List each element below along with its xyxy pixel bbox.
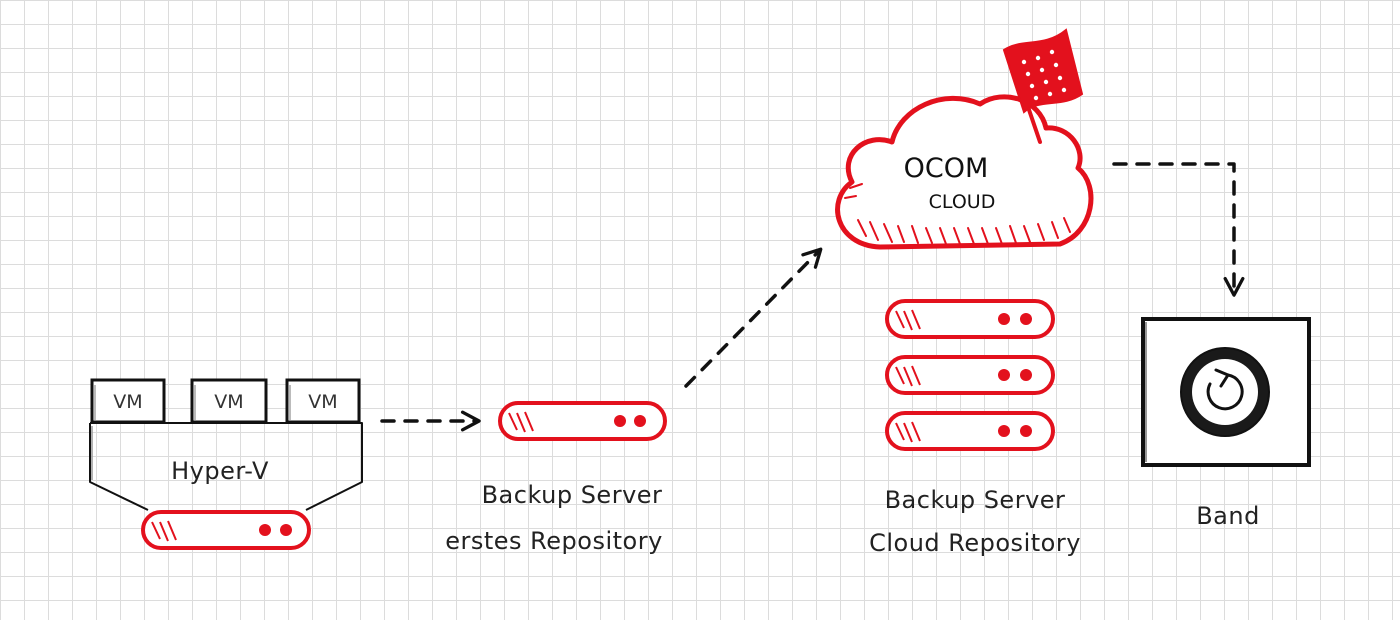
cloud-title: OCOM — [904, 153, 989, 184]
arrow-cloud-to-band — [1112, 162, 1245, 297]
cloud-server-2 — [885, 355, 1055, 395]
hyperv-host: VM VM VM Hyper-V — [89, 378, 363, 550]
cloud-server-3 — [885, 411, 1055, 451]
arrow-backup-to-cloud — [684, 247, 823, 388]
tape-drive-icon — [1141, 317, 1311, 467]
vm-box-1: VM — [90, 378, 166, 424]
tape-reel-icon — [1206, 368, 1244, 411]
flag-icon — [1002, 28, 1084, 144]
cloud-icon — [835, 94, 1094, 250]
cloud-subtitle: CLOUD — [929, 191, 996, 213]
vm-label-2: VM — [214, 391, 243, 413]
vm-box-3: VM — [285, 378, 361, 424]
backup-cloud-label-2: Cloud Repository — [869, 529, 1081, 557]
vm-box-2: VM — [190, 378, 268, 424]
hyperv-server-icon — [141, 510, 311, 550]
cloud-server-1 — [885, 299, 1055, 339]
hyperv-label: Hyper-V — [171, 457, 269, 485]
vm-label-3: VM — [308, 391, 337, 413]
backup-cloud-label-1: Backup Server — [885, 486, 1066, 514]
backup-server-first-icon — [498, 401, 667, 441]
vm-label-1: VM — [113, 391, 142, 413]
backup-first-label-2: erstes Repository — [445, 527, 663, 555]
hyperv-tray — [89, 422, 363, 511]
cloud-server-stack-icon — [885, 299, 1055, 451]
backup-first-label-1: Backup Server — [482, 481, 663, 509]
band-label: Band — [1196, 502, 1260, 530]
